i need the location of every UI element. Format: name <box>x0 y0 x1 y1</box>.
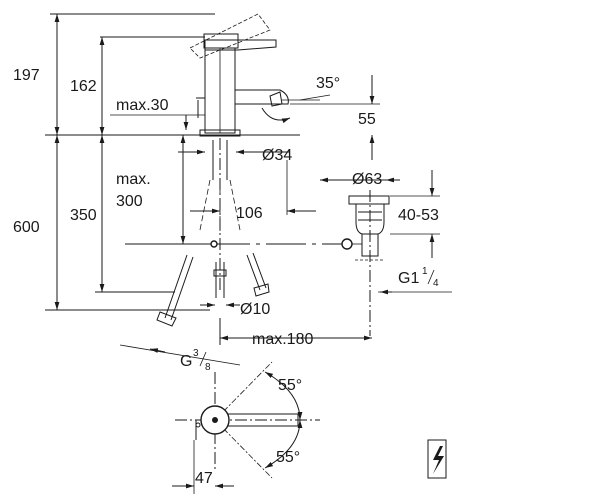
left-vertical-dimensions <box>54 14 186 310</box>
dim-162: 162 <box>70 78 97 95</box>
dim-max30-lines <box>110 114 205 130</box>
fraction-slash-2 <box>199 351 207 367</box>
dim-g114-main: G1 <box>398 270 419 287</box>
dim-g38-numerator: 3 <box>193 348 199 359</box>
dim-106: 106 <box>236 205 263 222</box>
dim-106-lines <box>190 160 316 215</box>
dim-dia34: Ø34 <box>262 147 292 164</box>
supply-hoses <box>156 138 345 327</box>
dim-35-degrees: 35° <box>316 75 340 92</box>
dim-47: 47 <box>195 470 213 487</box>
dim-g38-main: G <box>180 353 192 370</box>
dim-47-lines <box>172 440 234 494</box>
reference-lines <box>45 13 300 311</box>
dim-350: 350 <box>70 207 97 224</box>
dim-max300-line1: max. <box>116 171 151 188</box>
dim-max30: max.30 <box>116 97 169 114</box>
dim-dia63: Ø63 <box>352 171 382 188</box>
plan-view <box>175 361 320 479</box>
dim-max180: max.180 <box>252 331 313 348</box>
dim-197: 197 <box>13 67 40 84</box>
drain-valve <box>320 177 400 336</box>
dim-g38-lines <box>119 344 241 366</box>
dim-g114-numerator: 1 <box>422 266 428 277</box>
dim-55-degrees-top: 55° <box>278 377 302 394</box>
dim-g114-denominator: 4 <box>433 278 439 289</box>
lightning-bolt-icon <box>427 439 447 479</box>
dim-dia10: Ø10 <box>240 301 270 318</box>
dim-g38-denominator: 8 <box>205 362 211 373</box>
dim-40-53: 40-53 <box>398 207 439 224</box>
dim-55-degrees-bottom: 55° <box>276 449 300 466</box>
faucet-body <box>189 13 289 137</box>
dim-55-lines <box>290 75 380 160</box>
dim-600: 600 <box>13 219 40 236</box>
dim-max180-lines <box>219 318 372 345</box>
dim-max300-line2: 300 <box>116 193 143 210</box>
fraction-slash <box>427 269 435 285</box>
dim-40-53-lines <box>390 170 440 258</box>
spout-angle <box>261 94 331 124</box>
dim-55: 55 <box>358 111 376 128</box>
